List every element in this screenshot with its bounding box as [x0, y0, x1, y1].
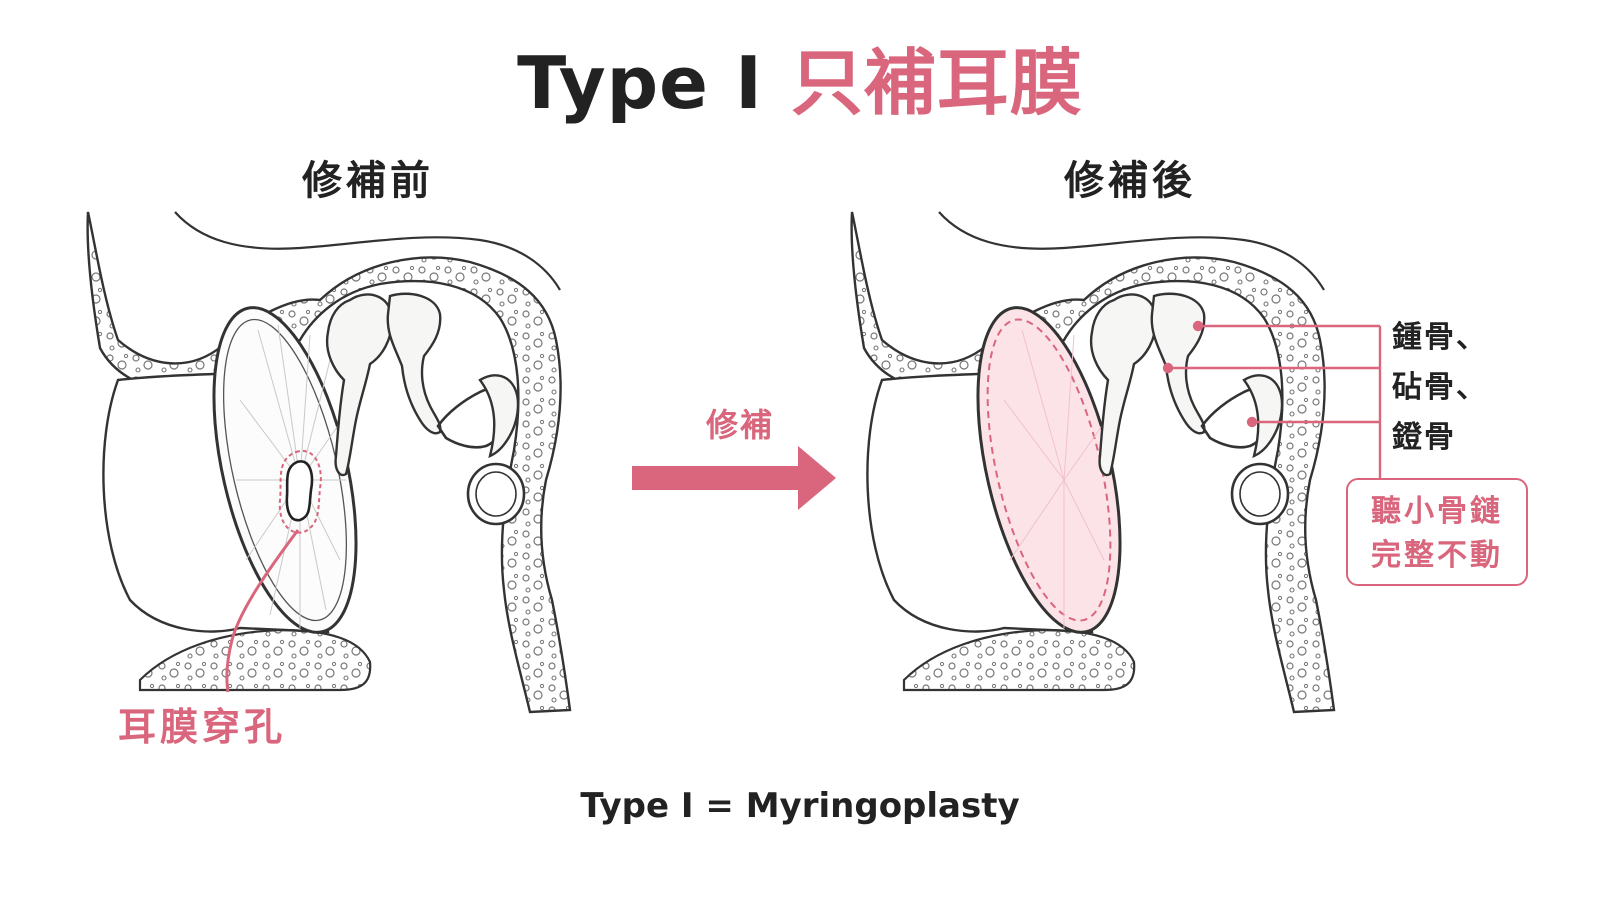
- bone-edge-top: [174, 211, 561, 291]
- arrow-label: 修補: [705, 406, 774, 444]
- ear-after-illustration: [850, 211, 1336, 714]
- after-label: 修補後: [1064, 158, 1196, 204]
- malleus-after: [1089, 293, 1158, 477]
- title-chinese: 只補耳膜: [790, 41, 1083, 125]
- perforation-hole: [285, 460, 314, 522]
- ossicle-incus-label: 砧骨、: [1392, 370, 1488, 405]
- incus-after: [1150, 292, 1206, 435]
- ear-before-illustration: [86, 211, 572, 714]
- page-title: Type I 只補耳膜: [0, 38, 1600, 128]
- chain-note-line-2: 完整不動: [1371, 538, 1503, 573]
- perforation-label: 耳膜穿孔: [118, 705, 287, 749]
- stapes-footplate-before: [478, 374, 520, 459]
- malleus-before: [325, 293, 394, 477]
- incus-before: [386, 292, 442, 435]
- perforation-leader-line: [225, 529, 300, 693]
- ossicle-leader-lines: [1162, 320, 1382, 478]
- chain-note-line-1: 聽小骨鏈: [1371, 494, 1503, 529]
- ossicle-malleus-label: 鍾骨、: [1392, 320, 1488, 355]
- temporal-bone-lower: [138, 628, 372, 692]
- repair-arrow: [632, 446, 836, 510]
- ossicle-stapes-label: 鐙骨: [1392, 420, 1456, 455]
- footer-caption: Type I = Myringoplasty: [580, 786, 1020, 826]
- before-label: 修補前: [302, 158, 434, 204]
- ossicular-chain-note: 聽小骨鏈 完整不動: [1346, 478, 1528, 586]
- title-type: Type I: [517, 41, 763, 125]
